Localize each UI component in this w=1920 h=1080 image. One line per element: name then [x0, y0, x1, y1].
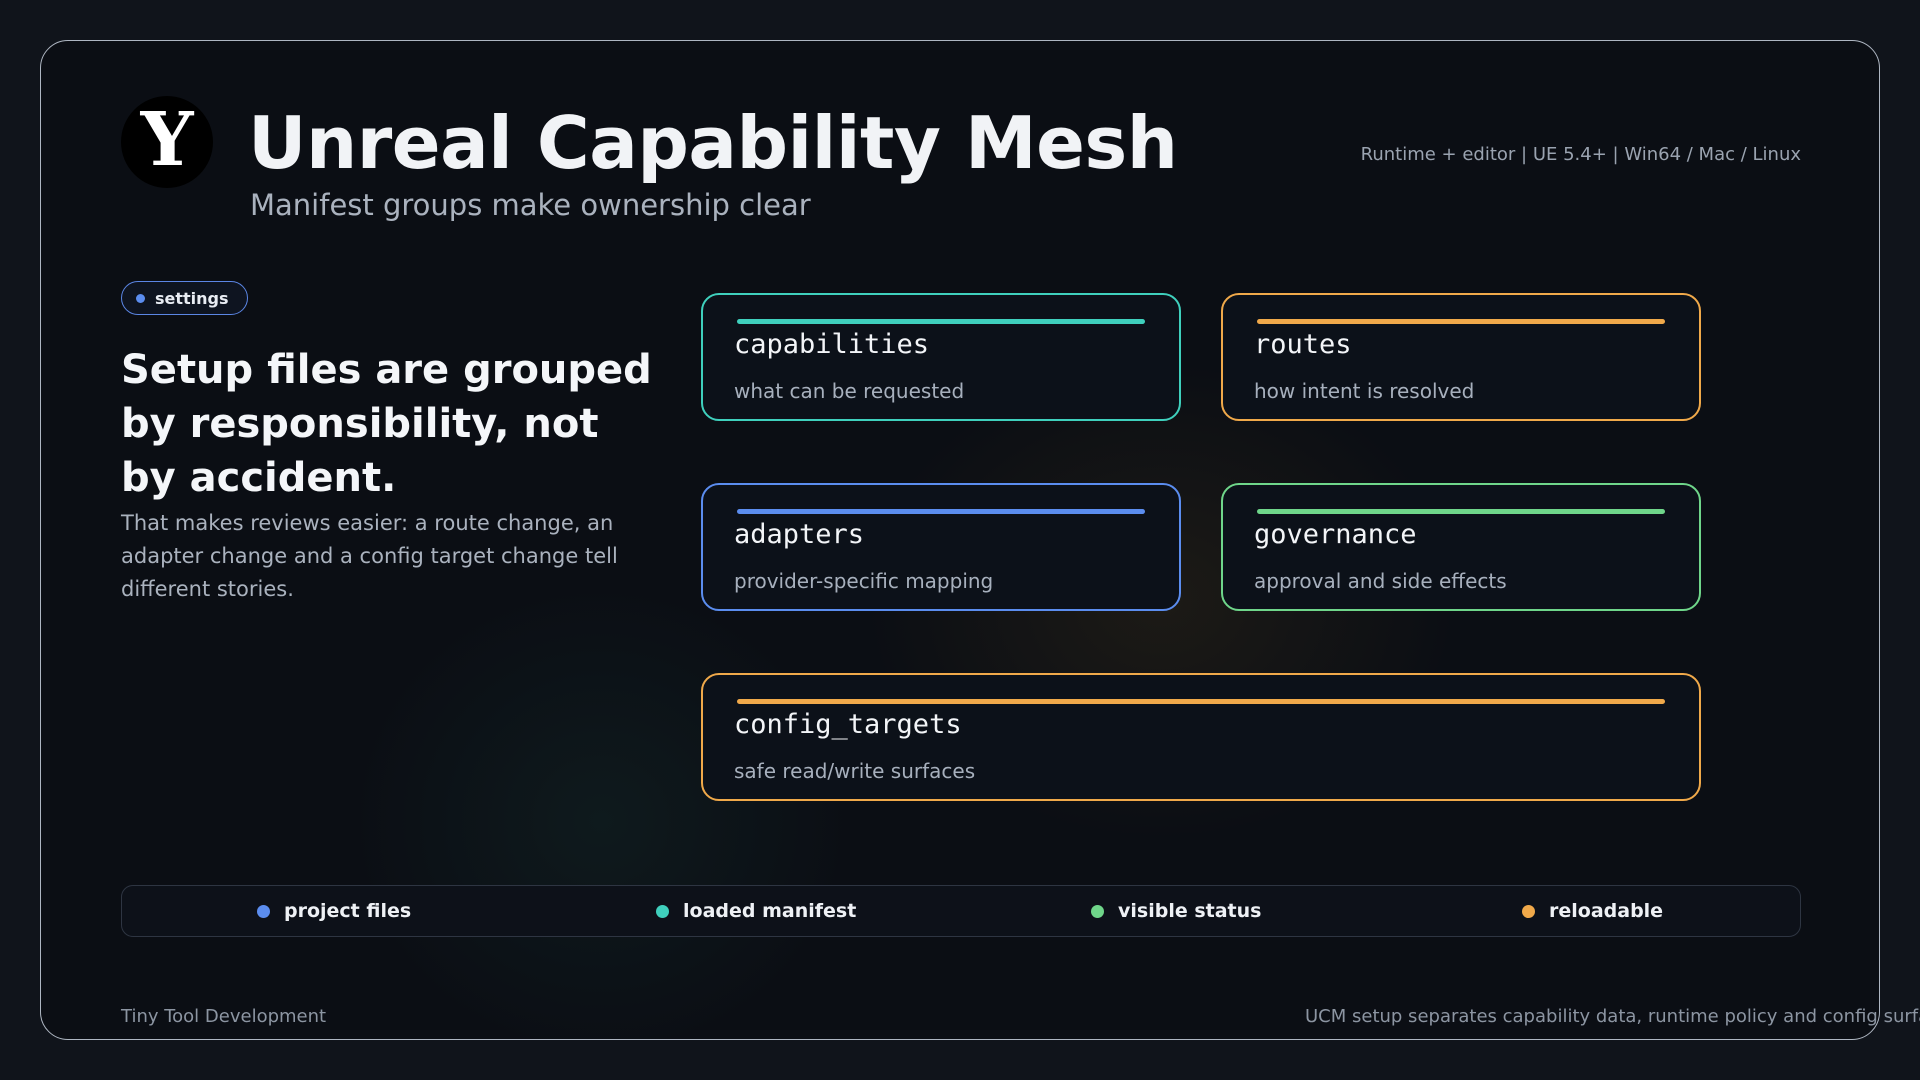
legend-label: visible status [1118, 900, 1262, 922]
card-description: provider-specific mapping [734, 569, 994, 593]
section-body: That makes reviews easier: a route chang… [121, 511, 618, 601]
settings-tag: settings [121, 281, 248, 315]
visible-status-dot-icon [1091, 904, 1104, 918]
card-config-targets: config_targets safe read/write surfaces [701, 673, 1701, 801]
legend-bar: project files loaded manifest visible st… [121, 885, 1801, 937]
card-name: config_targets [734, 709, 962, 740]
page-title: Unreal Capability Mesh [248, 101, 1178, 185]
card-accent-bar [737, 319, 1145, 324]
card-description: how intent is resolved [1254, 379, 1475, 403]
legend-item-loaded-manifest: loaded manifest [656, 886, 856, 936]
legend-label: reloadable [1549, 900, 1664, 922]
card-routes: routes how intent is resolved [1221, 293, 1701, 421]
legend-label: loaded manifest [683, 900, 857, 922]
card-name: capabilities [734, 329, 930, 360]
card-name: routes [1254, 329, 1352, 360]
card-description: what can be requested [734, 379, 965, 403]
legend-label: project files [284, 900, 412, 922]
card-capabilities: capabilities what can be requested [701, 293, 1181, 421]
card-accent-bar [1257, 319, 1665, 324]
footer-caption: UCM setup separates capability data, run… [1305, 1006, 1920, 1027]
tag-dot-icon [136, 293, 145, 303]
card-accent-bar [1257, 509, 1665, 514]
card-accent-bar [737, 509, 1145, 514]
card-name: governance [1254, 519, 1417, 550]
platform-meta: Runtime + editor | UE 5.4+ | Win64 / Mac… [1360, 144, 1801, 165]
loaded-manifest-dot-icon [656, 904, 669, 918]
slide-frame: Y Unreal Capability Mesh Manifest groups… [40, 40, 1920, 1040]
card-adapters: adapters provider-specific mapping [701, 483, 1181, 611]
legend-item-project-files: project files [257, 886, 411, 936]
legend-item-reloadable: reloadable [1522, 886, 1663, 936]
card-accent-bar [737, 699, 1665, 704]
card-description: safe read/write surfaces [734, 759, 976, 783]
logo-letter: Y [140, 97, 194, 183]
project-files-dot-icon [257, 904, 270, 918]
section-headline: Setup files are grouped by responsibilit… [121, 347, 652, 501]
brand-logo: Y [121, 96, 213, 188]
reloadable-dot-icon [1522, 904, 1535, 918]
card-description: approval and side effects [1254, 569, 1507, 593]
card-governance: governance approval and side effects [1221, 483, 1701, 611]
page-subtitle: Manifest groups make ownership clear [250, 188, 811, 222]
card-name: adapters [734, 519, 865, 550]
legend-item-visible-status: visible status [1091, 886, 1261, 936]
tag-label: settings [155, 288, 229, 308]
footer-credit: Tiny Tool Development [121, 1006, 327, 1027]
